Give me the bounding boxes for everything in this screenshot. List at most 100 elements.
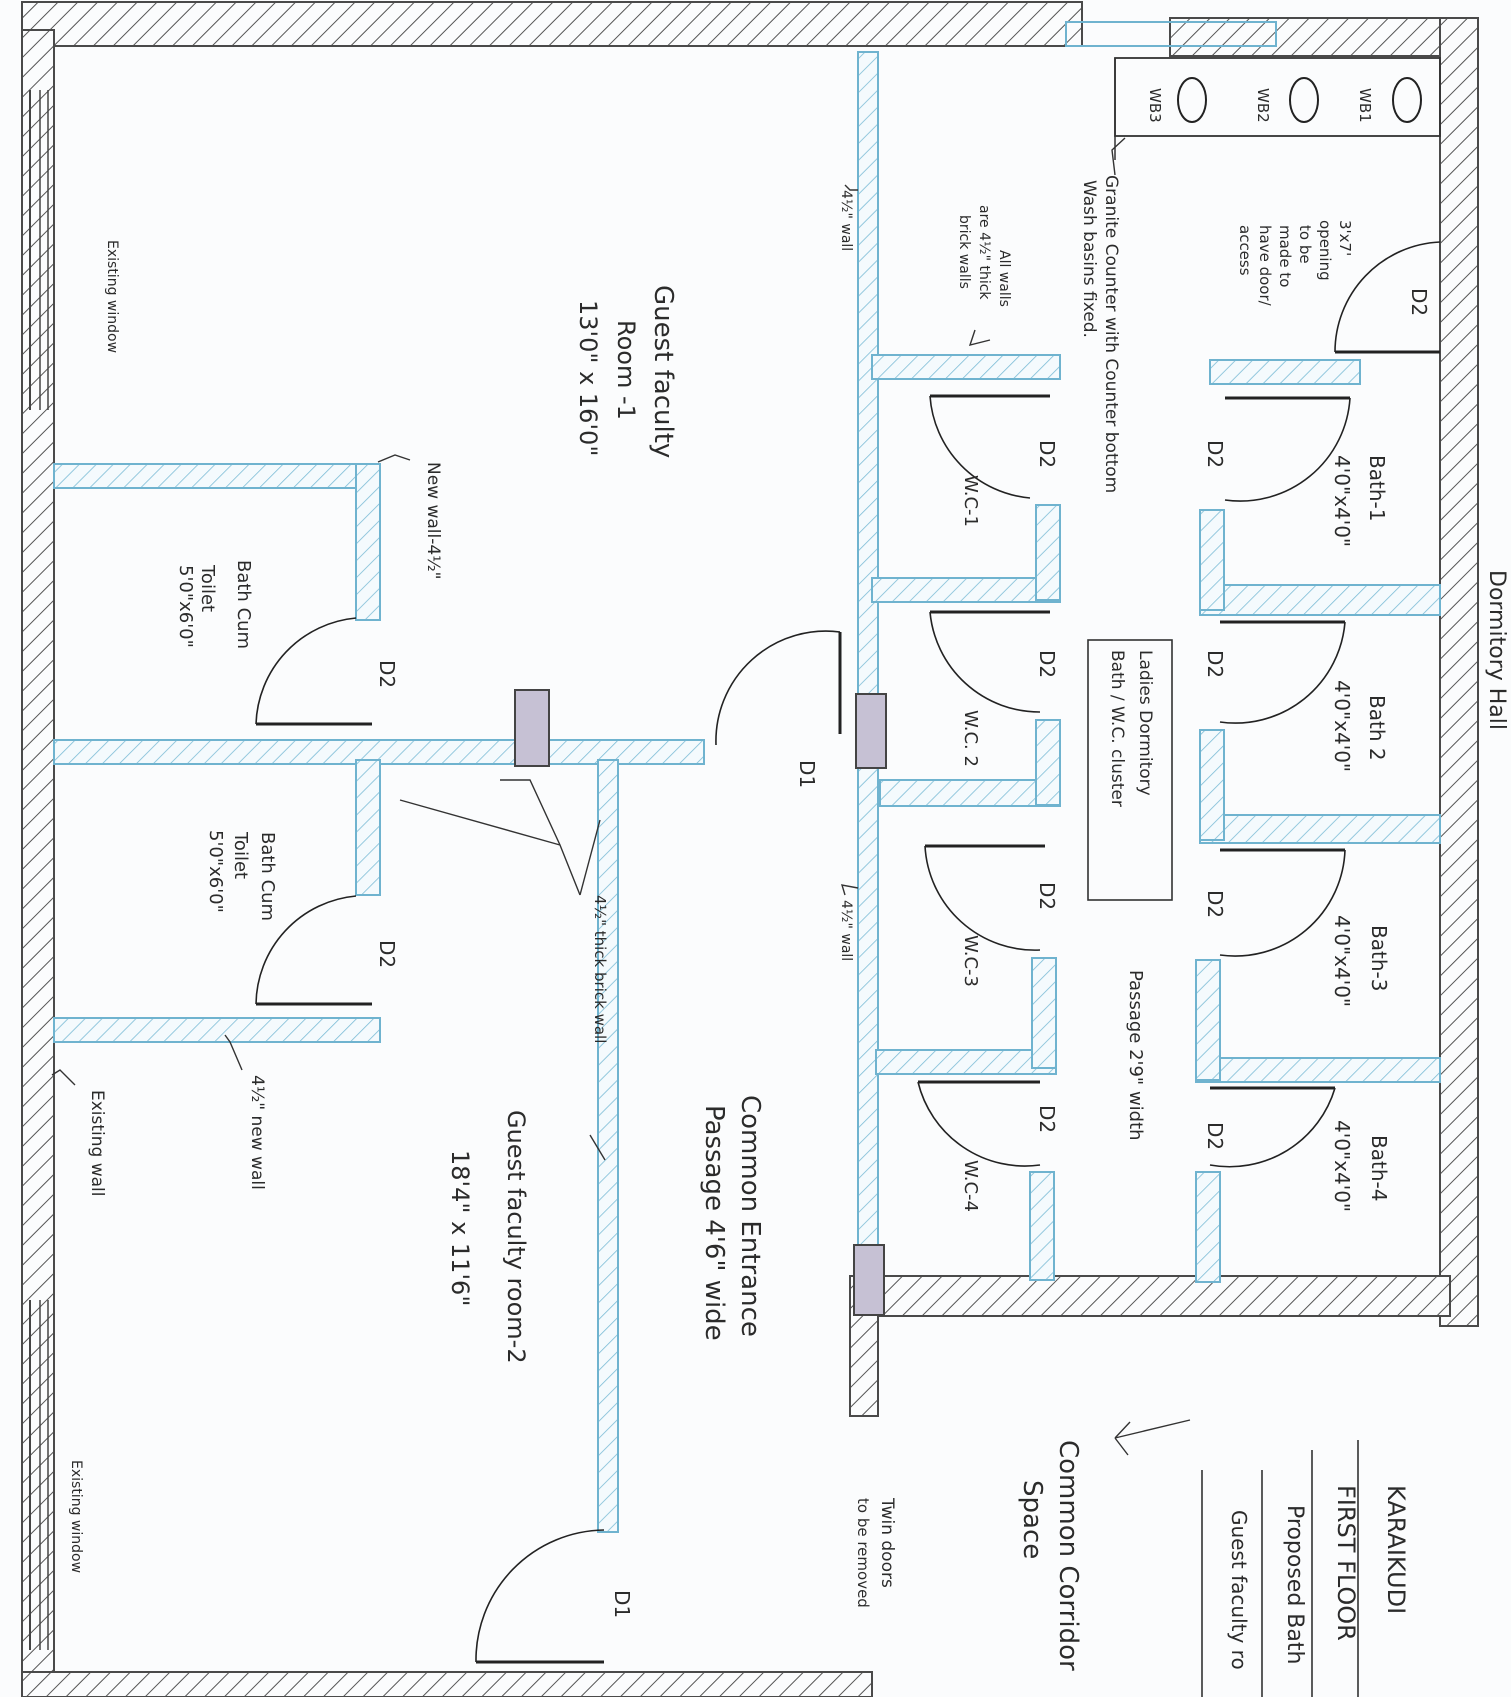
door-d2-wc3: D2 bbox=[1035, 882, 1059, 910]
room2-name: Guest faculty room-2 bbox=[502, 1110, 530, 1364]
wc1-wall-bottom bbox=[871, 577, 1061, 603]
title-line-4: Guest faculty ro bbox=[1227, 1510, 1251, 1670]
title-line-3: Proposed Bath bbox=[1282, 1505, 1307, 1664]
twin-doors-1: Twin doors bbox=[877, 1497, 897, 1588]
door-d1-main: D1 bbox=[795, 760, 819, 788]
outer-wall-left bbox=[21, 29, 55, 1697]
wc4-label: W.C-4 bbox=[960, 1160, 981, 1212]
svg-text:have door/: have door/ bbox=[1256, 225, 1274, 307]
door-d2-top: D2 bbox=[1407, 288, 1431, 316]
bath-wall-b bbox=[1199, 814, 1441, 844]
wc3-wall-side bbox=[1031, 957, 1057, 1069]
bath1-wall-side bbox=[1199, 509, 1225, 611]
lower-horizontal-wall bbox=[53, 1017, 381, 1043]
title-line-2: FIRST FLOOR bbox=[1332, 1485, 1360, 1641]
bathtoilet-b-name-2: Toilet bbox=[230, 831, 251, 879]
existing-window-lower bbox=[29, 1300, 49, 1650]
svg-text:brick walls: brick walls bbox=[956, 215, 972, 289]
granite-note-2: Wash basins fixed. bbox=[1079, 180, 1099, 338]
dormitory-hall-label: Dormitory Hall bbox=[1484, 570, 1509, 730]
svg-text:3'x7': 3'x7' bbox=[1336, 220, 1354, 256]
bath3-name: Bath-3 bbox=[1367, 925, 1391, 991]
outer-wall-bottom bbox=[21, 1671, 873, 1697]
wall-label-top: 4½" wall bbox=[838, 190, 854, 251]
door-d2-bath1: D2 bbox=[1203, 440, 1227, 468]
door-d2-bath4: D2 bbox=[1203, 1122, 1227, 1150]
opening-note: 3'x7' opening to be made to have door/ a… bbox=[1236, 220, 1354, 307]
new-wall-2-label: 4½" new wall bbox=[247, 1075, 267, 1190]
cluster-label-1: Ladies Dormitory bbox=[1135, 650, 1155, 796]
bath1-size: 4'0"x4'0" bbox=[1330, 455, 1354, 547]
bath4-name: Bath-4 bbox=[1367, 1135, 1391, 1201]
title-line-1: KARAIKUDI bbox=[1382, 1485, 1410, 1614]
door-d1-room2: D1 bbox=[610, 1590, 634, 1618]
door-leaves bbox=[255, 241, 1441, 1664]
bath2-size: 4'0"x4'0" bbox=[1330, 680, 1354, 772]
pillar-1 bbox=[514, 689, 550, 767]
svg-text:All walls: All walls bbox=[996, 250, 1012, 307]
bathtoilet-a-name-1: Bath Cum bbox=[233, 560, 254, 649]
door-d2-room1: D2 bbox=[375, 660, 399, 688]
bath-wall-a bbox=[1199, 584, 1441, 616]
wc2-wall-side bbox=[1035, 719, 1061, 806]
room1-stub-wall bbox=[355, 463, 381, 621]
bath2-name: Bath 2 bbox=[1365, 695, 1389, 761]
existing-wall-label: Existing wall bbox=[87, 1090, 107, 1197]
existing-window-upper-label: Existing window bbox=[104, 240, 120, 353]
bathcum-stub-wall bbox=[355, 759, 381, 896]
bath-wall-c bbox=[1195, 1057, 1441, 1083]
room1-size: 13'0" x 16'0" bbox=[574, 300, 602, 456]
wc1-label: W.C-1 bbox=[960, 475, 981, 527]
wall-label-mid: 4½" wall bbox=[838, 900, 854, 961]
outer-wall-top-right bbox=[1169, 17, 1477, 57]
common-passage-2: Passage 4'6" wide bbox=[699, 1105, 729, 1341]
outer-wall-top bbox=[21, 1, 1083, 47]
cluster-label-2: Bath / W.C. cluster bbox=[1107, 650, 1127, 807]
room1-name-1: Guest faculty bbox=[648, 285, 678, 458]
wc1-wall-side bbox=[1035, 504, 1061, 601]
door-d2-bath3: D2 bbox=[1203, 890, 1227, 918]
wc4-wall-side bbox=[1029, 1171, 1055, 1281]
door-d2-wc4: D2 bbox=[1035, 1105, 1059, 1133]
wc2-wall-bottom bbox=[879, 779, 1061, 807]
room2-size: 18'4" x 11'6" bbox=[446, 1150, 474, 1306]
bathtoilet-b-name-1: Bath Cum bbox=[257, 832, 278, 921]
all-walls-note: All walls are 4½" thick brick walls bbox=[956, 205, 1012, 346]
bath4-size: 4'0"x4'0" bbox=[1330, 1120, 1354, 1212]
door-d2-wc1: D2 bbox=[1035, 440, 1059, 468]
room2-vertical-wall bbox=[597, 759, 619, 1533]
new-wall-label: New wall-4½" bbox=[423, 462, 443, 580]
new-walls bbox=[53, 51, 1441, 1533]
wash-basin-1-icon bbox=[1392, 77, 1422, 123]
top-window bbox=[1065, 21, 1277, 47]
cluster-long-wall bbox=[857, 51, 879, 1283]
bathtoilet-a-size: 5'0"x6'0" bbox=[175, 565, 196, 648]
door-d2-wc2: D2 bbox=[1035, 650, 1059, 678]
wash-basin-3-icon bbox=[1177, 77, 1207, 123]
room1-wall-bottom bbox=[53, 463, 371, 489]
pillar-2 bbox=[855, 693, 887, 769]
room1-name-2: Room -1 bbox=[612, 320, 640, 420]
twin-doors-2: to be removed bbox=[854, 1498, 872, 1608]
bath1-wall-top bbox=[1209, 359, 1361, 385]
wb3-label: WB3 bbox=[1146, 88, 1164, 123]
svg-text:made to: made to bbox=[1276, 225, 1294, 287]
common-space-1: Common Corridor bbox=[1053, 1440, 1083, 1671]
common-passage-1: Common Entrance bbox=[735, 1095, 765, 1337]
wc3-label: W.C-3 bbox=[960, 935, 981, 987]
title-block: KARAIKUDI FIRST FLOOR Proposed Bath Gues… bbox=[1201, 1440, 1410, 1697]
passage-label: Passage 2'9" width bbox=[1125, 970, 1146, 1141]
existing-window-lower-label: Existing window bbox=[68, 1460, 84, 1573]
outer-wall-right bbox=[1439, 17, 1479, 1327]
door-d2-bathcum: D2 bbox=[375, 940, 399, 968]
wc1-wall-top bbox=[871, 354, 1061, 380]
svg-text:to be: to be bbox=[1296, 225, 1314, 264]
bath3-size: 4'0"x4'0" bbox=[1330, 915, 1354, 1007]
existing-window-upper bbox=[29, 90, 49, 410]
bath4-wall-side bbox=[1195, 1171, 1221, 1283]
bathtoilet-a-name-2: Toilet bbox=[197, 564, 218, 612]
wb2-label: WB2 bbox=[1254, 88, 1272, 123]
wash-basin-counter bbox=[1114, 57, 1441, 160]
door-d2-bath2: D2 bbox=[1203, 650, 1227, 678]
